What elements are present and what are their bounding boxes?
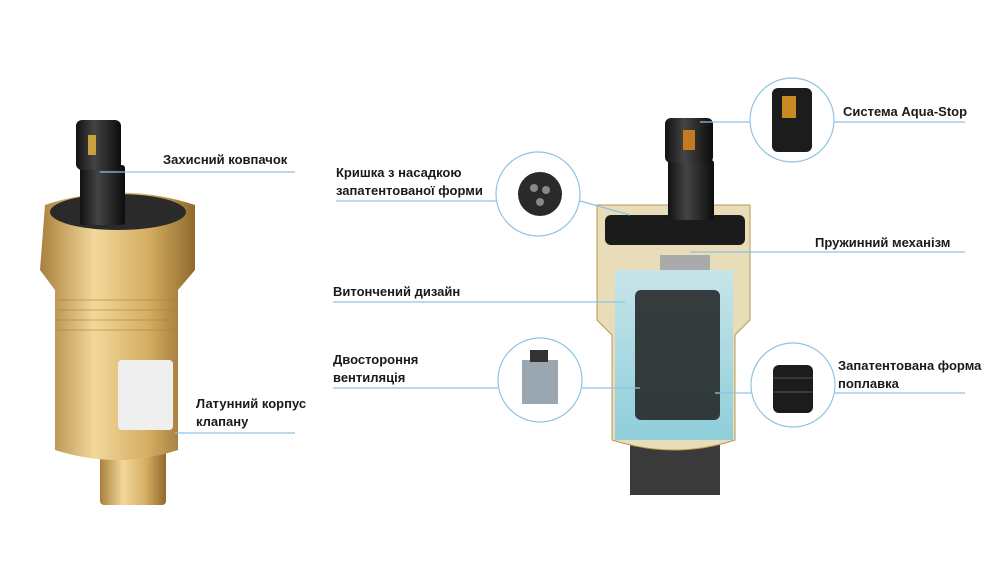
detail-circle-ventilation	[497, 337, 583, 423]
label-two-way-line2: вентиляція	[333, 370, 406, 385]
detail-circle-aqua-stop	[749, 77, 835, 163]
protective-cap	[76, 120, 125, 225]
label-float-line1: Запатентована форма	[838, 358, 982, 373]
detail-circle-float	[750, 342, 836, 428]
label-brass-body-line2: клапану	[196, 414, 249, 429]
detail-circle-lid	[495, 151, 581, 237]
label-float-line2: поплавка	[838, 376, 899, 391]
cutaway-valve	[596, 118, 751, 495]
label-protective-cap: Захисний ковпачок	[163, 152, 288, 167]
label-refined-design: Витончений дизайн	[333, 284, 461, 299]
label-spring: Пружинний механізм	[815, 235, 951, 250]
label-brass-body-line1: Латунний корпус	[196, 396, 307, 411]
label-lid-line2: запатентованої форми	[336, 183, 483, 198]
label-lid-line1: Кришка з насадкою	[336, 165, 462, 180]
brass-valve	[40, 192, 195, 505]
leader-lines	[100, 121, 965, 434]
label-two-way-line1: Двостороння	[333, 352, 419, 367]
label-aqua-stop: Система Aqua-Stop	[843, 104, 968, 119]
product-sticker	[118, 360, 173, 430]
